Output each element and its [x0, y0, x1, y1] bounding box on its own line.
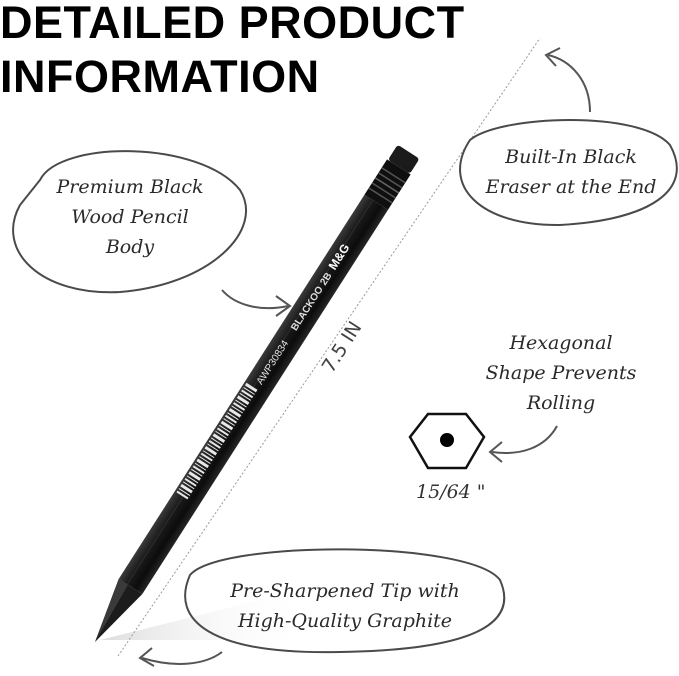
page-title: DETAILED PRODUCT INFORMATION — [0, 0, 465, 102]
barcode — [176, 382, 258, 500]
pencil: AWP30834 BLACKOO 2B M&G — [95, 145, 419, 642]
callout-hexagonal-text: Hexagonal Shape Prevents Rolling — [485, 332, 637, 414]
arrow-to-hexagon — [488, 425, 558, 463]
length-measure-line — [117, 37, 541, 657]
hexagon-cross-section — [408, 412, 486, 470]
arrow-to-eraser — [544, 47, 591, 113]
arrow-to-body — [221, 289, 292, 317]
pencil-tip — [95, 578, 143, 642]
pencil-shadow — [100, 590, 310, 640]
length-label: 7.5 IN — [318, 318, 367, 377]
arrow-to-tip — [138, 647, 223, 667]
callout-outline-eraser — [459, 119, 678, 227]
callout-outline-body — [12, 150, 247, 294]
pencil-eraser — [389, 145, 419, 173]
diameter-label: 15/64 " — [416, 481, 486, 503]
callout-outline-tip — [184, 548, 506, 654]
pencil-ferrule — [364, 159, 411, 210]
callout-tip-text: Pre-Sharpened Tip with High-Quality Grap… — [230, 580, 460, 632]
callout-body-text: Premium Black Wood Pencil Body — [56, 176, 204, 258]
callout-eraser-text: Built-In Black Eraser at the End — [485, 146, 657, 198]
